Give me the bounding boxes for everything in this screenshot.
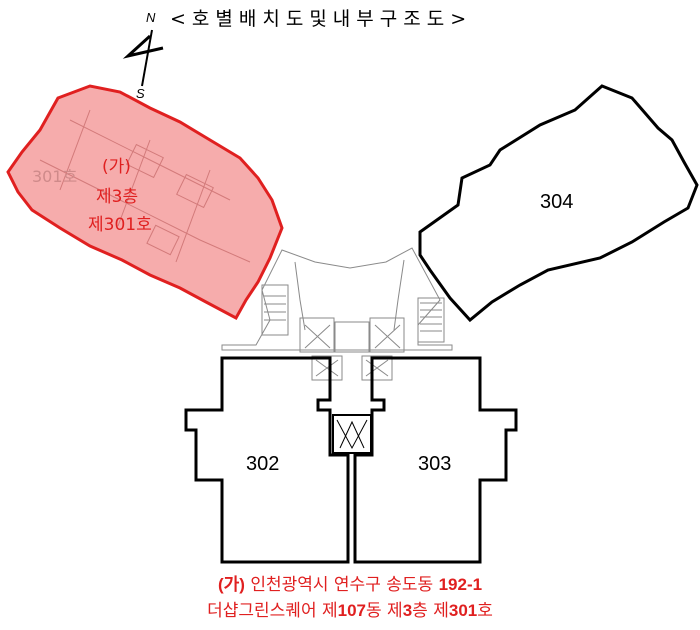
unit-301-tag: (가) bbox=[102, 157, 131, 177]
caption-dong: 동 제 bbox=[366, 601, 403, 621]
unit-304-outline bbox=[418, 84, 699, 323]
unit-303-outline bbox=[353, 356, 518, 564]
address-caption: (가) 인천광역시 연수구 송도동 192-1 더샵그린스퀘어 제107동 제3… bbox=[0, 572, 700, 624]
unit-303-label: 303 bbox=[418, 453, 451, 475]
diagram-title: <호별배치도및내부구조도> bbox=[170, 8, 473, 30]
unit-301-highlight: 301호 (가) 제3층 제301호 bbox=[6, 84, 284, 321]
compass-rose: N S bbox=[122, 10, 164, 101]
caption-line-2: 더샵그린스퀘어 제107동 제3층 제301호 bbox=[0, 598, 700, 624]
unit-301-floor: 제3층 bbox=[96, 187, 138, 207]
caption-lot-number: 192-1 bbox=[438, 575, 483, 594]
unit-302-outline bbox=[184, 356, 350, 564]
caption-complex: 더샵그린스퀘어 제 bbox=[207, 601, 338, 621]
lower-shaft bbox=[332, 414, 372, 454]
caption-cheung: 층 제 bbox=[412, 601, 449, 621]
caption-line-1: (가) 인천광역시 연수구 송도동 192-1 bbox=[0, 572, 700, 598]
unit-301-outline bbox=[6, 84, 284, 321]
compass-south-label: S bbox=[136, 86, 145, 101]
unit-302-label: 302 bbox=[246, 453, 279, 475]
caption-building: 107 bbox=[337, 601, 367, 620]
caption-tag: (가) bbox=[217, 575, 245, 594]
caption-floor: 3 bbox=[402, 601, 413, 620]
caption-ho: 호 bbox=[477, 601, 493, 621]
unit-304-label: 304 bbox=[540, 191, 573, 213]
unit-301-ghost-label: 301호 bbox=[32, 167, 77, 186]
core-area bbox=[221, 247, 453, 381]
unit-301-room: 제301호 bbox=[88, 215, 152, 235]
caption-address: 인천광역시 연수구 송도동 bbox=[250, 575, 434, 595]
compass-north-label: N bbox=[146, 10, 156, 25]
caption-room: 301 bbox=[448, 601, 478, 620]
